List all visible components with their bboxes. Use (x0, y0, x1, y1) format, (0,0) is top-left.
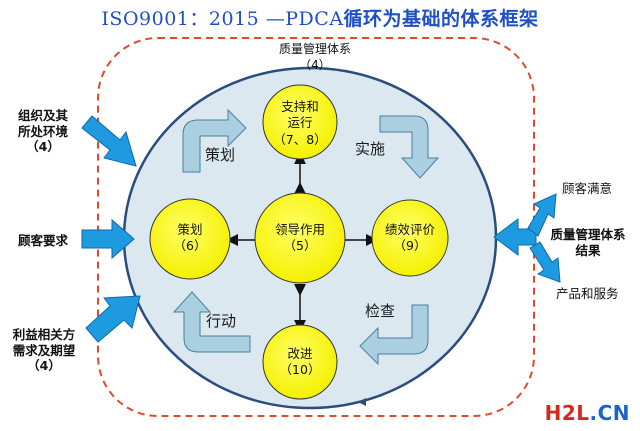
node-support-ref: （7、8） (273, 131, 327, 147)
brand-logo: H2L.CN (545, 401, 630, 425)
output-arrow-products (529, 241, 561, 283)
system-label-ref: （4） (299, 57, 331, 72)
output-arrow-results (493, 218, 537, 256)
page-title: ISO9001：2015 —PDCA循环为基础的体系框架 (0, 4, 640, 31)
input-interested: 利益相关方 需求及期望 （4） (4, 327, 84, 374)
node-support-label: 支持和 (281, 99, 319, 114)
act-cycle-arrow (172, 291, 251, 353)
input-interested-line1: 利益相关方 (12, 327, 76, 342)
output-arrow-satisfaction (527, 193, 557, 237)
brand-cn: .CN (589, 401, 630, 425)
cycle-plan-label: 策划 (205, 146, 236, 164)
node-planning-label: 策划 (177, 222, 203, 237)
node-evaluation-circle (371, 199, 449, 277)
node-improvement-ref: （10） (279, 362, 321, 378)
ring-direction-marker (358, 398, 366, 406)
system-boundary-frame (97, 37, 535, 417)
node-planning-ref: （6） (173, 238, 207, 254)
input-context-ref: （4） (26, 139, 60, 155)
title-suffix: 循环为基础的体系框架 (343, 8, 539, 30)
plan-cycle-arrow (182, 108, 247, 173)
system-label: 质量管理体系 （4） (250, 42, 380, 73)
node-planning: 策划 （6） (145, 222, 235, 255)
input-arrow-customer (81, 218, 135, 260)
output-satisfaction: 顾客满意 (562, 181, 613, 196)
output-products: 产品和服务 (556, 286, 619, 301)
node-leadership-circle (254, 192, 346, 284)
input-context-line1: 组织及其 (17, 108, 68, 123)
node-improvement: 改进 （10） (255, 346, 345, 379)
node-leadership-ref: （5） (283, 238, 317, 254)
node-evaluation-ref: （9） (393, 238, 427, 254)
cycle-do-label: 实施 (355, 140, 386, 158)
node-improvement-circle (262, 324, 338, 400)
cycle-check-label: 检查 (365, 302, 396, 320)
node-leadership: 领导作用 （5） (250, 222, 350, 255)
system-label-text: 质量管理体系 (278, 42, 351, 56)
input-interested-line2: 需求及期望 (12, 342, 76, 358)
input-context-line2: 所处环境 (17, 123, 68, 139)
input-interested-ref: （4） (27, 358, 61, 374)
title-prefix: ISO9001：2015 —PDCA (101, 8, 344, 30)
node-support-label2: 运行 (287, 115, 313, 131)
brand-h2l: H2L (544, 401, 590, 425)
node-support-circle (262, 84, 338, 160)
node-support: 支持和 运行 （7、8） (255, 99, 345, 148)
input-arrow-interested (85, 295, 141, 343)
input-arrow-context (81, 115, 137, 167)
node-planning-circle (149, 198, 231, 280)
input-context: 组织及其 所处环境 （4） (6, 108, 80, 155)
cycle-act-label: 行动 (206, 312, 237, 330)
node-leadership-label: 领导作用 (274, 222, 325, 237)
output-results-line2: 结果 (575, 242, 601, 258)
check-cycle-arrow (359, 304, 429, 366)
do-cycle-arrow (379, 115, 440, 179)
node-improvement-label: 改进 (287, 346, 313, 361)
output-results: 质量管理体系 结果 (540, 227, 636, 258)
output-results-line1: 质量管理体系 (550, 227, 626, 242)
node-evaluation: 绩效评价 （9） (362, 222, 458, 255)
node-evaluation-label: 绩效评价 (384, 222, 435, 237)
input-customer: 顾客要求 (17, 233, 68, 248)
